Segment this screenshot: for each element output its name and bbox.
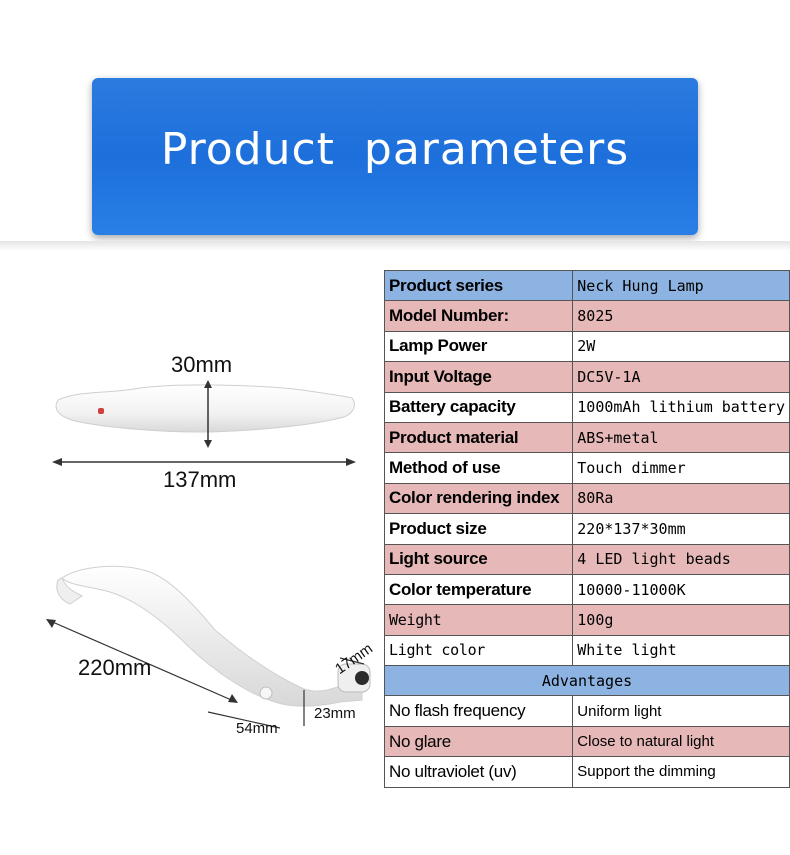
lamp-lens (355, 671, 369, 685)
spec-value: ABS+metal (572, 421, 790, 454)
spec-value: DC5V-1A (572, 361, 790, 393)
neck-tail (56, 577, 83, 605)
advantages-header: Advantages (384, 665, 790, 697)
head-size-label-a: 23mm (314, 705, 356, 722)
spec-value: 2W (572, 330, 790, 363)
spec-row: Model Number:8025 (383, 300, 790, 332)
power-button-icon (259, 686, 273, 700)
spec-label: Method of use (383, 452, 574, 484)
spec-label: Color temperature (383, 573, 574, 606)
length-arrow (47, 619, 237, 703)
divider (0, 241, 790, 251)
page-title: Product parameters (160, 124, 630, 175)
spec-label: Weight (383, 604, 574, 636)
width-label: 137mm (163, 467, 237, 492)
advantage-right: Support the dimming (572, 756, 790, 788)
spec-value: Touch dimmer (572, 452, 790, 484)
product-neck-view (46, 565, 371, 729)
advantage-left: No glare (383, 725, 574, 758)
spec-value: 10000-11000K (572, 573, 790, 606)
neck-band (61, 565, 363, 707)
spec-value: White light (572, 634, 790, 667)
head-arrow-b (339, 657, 365, 665)
advantage-row: No ultraviolet (uv)Support the dimming (383, 756, 790, 788)
title-banner: Product parameters (92, 78, 698, 235)
advantages-header-row: Advantages (384, 665, 790, 697)
spec-label: Light source (383, 543, 574, 575)
neck-width-label: 54mm (236, 720, 278, 737)
indicator-dot (98, 408, 104, 414)
spec-value: 100g (572, 604, 790, 636)
spec-label: Color rendering index (383, 482, 574, 515)
product-top-view (52, 380, 356, 466)
spec-label: Product series (383, 269, 574, 302)
spec-value: 1000mAh lithium battery (572, 391, 790, 423)
spec-label: Light color (383, 634, 574, 667)
spec-label: Model Number: (383, 300, 574, 332)
spec-label: Battery capacity (383, 391, 574, 423)
advantage-left: No ultraviolet (uv) (383, 756, 574, 788)
spec-label: Input Voltage (383, 361, 574, 393)
lamp-body-top (55, 384, 355, 433)
spec-value: 8025 (572, 300, 790, 332)
height-label: 30mm (171, 352, 233, 377)
spec-value: 80Ra (572, 482, 790, 515)
advantage-right: Close to natural light (572, 725, 790, 758)
spec-label: Lamp Power (383, 330, 574, 363)
spec-label: Product size (383, 513, 574, 545)
neck-arrow (207, 711, 281, 729)
spec-value: 4 LED light beads (572, 543, 790, 575)
advantage-right: Uniform light (572, 695, 790, 727)
advantage-left: No flash frequency (383, 695, 574, 727)
length-label: 220mm (78, 655, 152, 680)
spec-value: Neck Hung Lamp (572, 269, 790, 302)
spec-value: 220*137*30mm (572, 513, 790, 545)
spec-label: Product material (383, 421, 574, 454)
